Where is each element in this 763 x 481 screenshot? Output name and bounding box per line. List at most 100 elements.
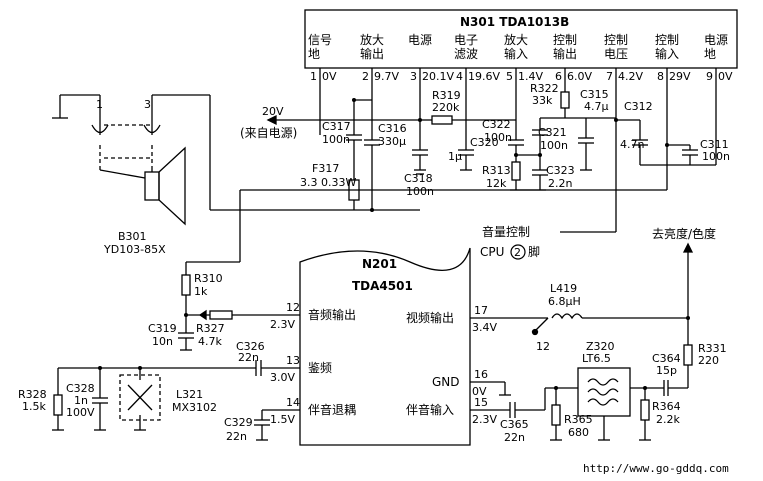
to-brightness-label: 去亮度/色度 (652, 226, 716, 241)
volume-control-label: 音量控制 (482, 224, 530, 239)
c319-value: 10n (152, 335, 173, 348)
n301-pin-7-number: 7 (606, 70, 613, 83)
n201-pin-17-label: 视频输出 (406, 310, 454, 325)
n301-pin-9-number: 9 (706, 70, 713, 83)
n201-pin-13-label: 鉴频 (308, 361, 332, 375)
n201-ref: N201 (362, 257, 397, 271)
n301-pin-6-number: 6 (555, 70, 562, 83)
n301-chip (304, 9, 738, 69)
n301-pin-5-label1: 放大 (504, 32, 528, 47)
n201-pin-15-label: 伴音输入 (406, 402, 454, 417)
speaker-pin1: 1 (96, 98, 103, 111)
cpu-pin-circle (510, 244, 526, 260)
c321-ref: C321 (538, 126, 567, 139)
n301-pin-1-label1: 信号 (308, 33, 332, 47)
r322-value: 33k (532, 94, 553, 107)
c318-value: 100n (406, 185, 434, 198)
n301-pin-5-label2: 输入 (504, 46, 528, 61)
l321-value: MX3102 (172, 401, 217, 414)
c318-ref: C318 (404, 172, 433, 185)
r364-ref: R364 (652, 400, 681, 413)
n201-pin-17-number: 17 (474, 304, 488, 317)
n301-pin-5-number: 5 (506, 70, 513, 83)
n201-pin-13-number: 13 (286, 354, 300, 367)
c315-value: 4.7μ (584, 100, 609, 113)
n301-title: N301 TDA1013B (460, 15, 569, 29)
r313-value: 12k (486, 177, 507, 190)
c322-value: 100n (484, 131, 512, 144)
n301-pin-8-voltage: 29V (669, 70, 691, 83)
r331-ref: R331 (698, 342, 727, 355)
speaker-ref: B301 (118, 230, 147, 243)
n301-pin-4-voltage: 19.6V (468, 70, 500, 83)
c320-ref: C320 (470, 136, 499, 149)
z320-ref: Z320 (586, 340, 615, 353)
speaker-cone (158, 146, 186, 226)
n201-pin-16-number: 16 (474, 368, 488, 381)
n301-pin-1-number: 1 (310, 70, 317, 83)
n201-pin-12-number: 12 (286, 301, 300, 314)
speaker-model: YD103-85X (103, 243, 166, 256)
n301-pin-1-voltage: 0V (322, 70, 337, 83)
c326-value: 22n (238, 351, 259, 364)
cpu-label: CPU (480, 245, 504, 259)
n301-pin-1-label2: 地 (308, 47, 320, 61)
r331-value: 220 (698, 354, 719, 367)
r327-ref: R327 (196, 322, 225, 335)
n201-pin-13-voltage: 3.0V (270, 371, 295, 384)
n301-pin-5-voltage: 1.4V (518, 70, 543, 83)
n301-pin-3-voltage: 20.1V (422, 70, 454, 83)
l419-ref: L419 (550, 282, 577, 295)
f317-value: 3.3 0.33W (300, 176, 356, 189)
c328-voltage-rating: 100V (66, 406, 95, 419)
source-url: http://www.go-gddq.com (583, 462, 729, 475)
supply-voltage: 20V (262, 105, 284, 118)
n301-pin-6-voltage: 6.0V (567, 70, 592, 83)
n201-pin-16-voltage: 0V (472, 385, 487, 398)
c322-ref: C322 (482, 118, 511, 131)
speaker-pin3: 3 (144, 98, 151, 111)
c316-ref: C316 (378, 122, 407, 135)
n301-pin-6-label1: 控制 (553, 33, 577, 47)
n301-pin-9-label2: 地 (704, 47, 716, 61)
c365-value: 22n (504, 431, 525, 444)
c312-ref: C312 (624, 100, 653, 113)
c320-value: 1μ (448, 150, 462, 163)
n201-pin-16-label: GND (432, 375, 460, 389)
n301-pin-7-label2: 电压 (604, 47, 628, 61)
node-12-label: 12 (536, 340, 550, 353)
z320-value: LT6.5 (582, 352, 611, 365)
n201-pin-12-label: 音频输出 (308, 307, 356, 322)
c311-ref: C311 (700, 138, 729, 151)
c323-value: 2.2n (548, 177, 572, 190)
n301-pin-8-label2: 输入 (655, 46, 679, 61)
speaker-coil (144, 171, 160, 201)
r327-value: 4.7k (198, 335, 222, 348)
n301-pin-3-label1: 电源 (408, 33, 432, 47)
c317-value: 100n (322, 133, 350, 146)
n201-pin-17-voltage: 3.4V (472, 321, 497, 334)
n301-pin-4-number: 4 (456, 70, 463, 83)
c315-ref: C315 (580, 88, 609, 101)
n301-pin-8-number: 8 (657, 70, 664, 83)
supply-source: (来自电源) (240, 126, 297, 140)
n201-pin-14-label: 伴音退耦 (308, 402, 356, 417)
n201-model: TDA4501 (352, 279, 413, 293)
c328-ref: C328 (66, 382, 95, 395)
r328-value: 1.5k (22, 400, 46, 413)
r365-ref: R365 (564, 413, 593, 426)
n301-pin-9-label1: 电源 (704, 33, 728, 47)
n201-chip (299, 247, 471, 446)
n201-pin-15-number: 15 (474, 396, 488, 409)
n301-pin-2-label2: 输出 (360, 46, 384, 61)
f317-ref: F317 (312, 162, 339, 175)
n301-pin-7-label1: 控制 (604, 33, 628, 47)
n201-pin-14-number: 14 (286, 396, 300, 409)
n301-pin-9-voltage: 0V (718, 70, 733, 83)
r310-value: 1k (194, 285, 208, 298)
n301-pin-4-label1: 电子 (454, 33, 478, 47)
c321-value: 100n (540, 139, 568, 152)
n201-pin-14-voltage: 1.5V (270, 413, 295, 426)
z320-filter (577, 367, 631, 417)
